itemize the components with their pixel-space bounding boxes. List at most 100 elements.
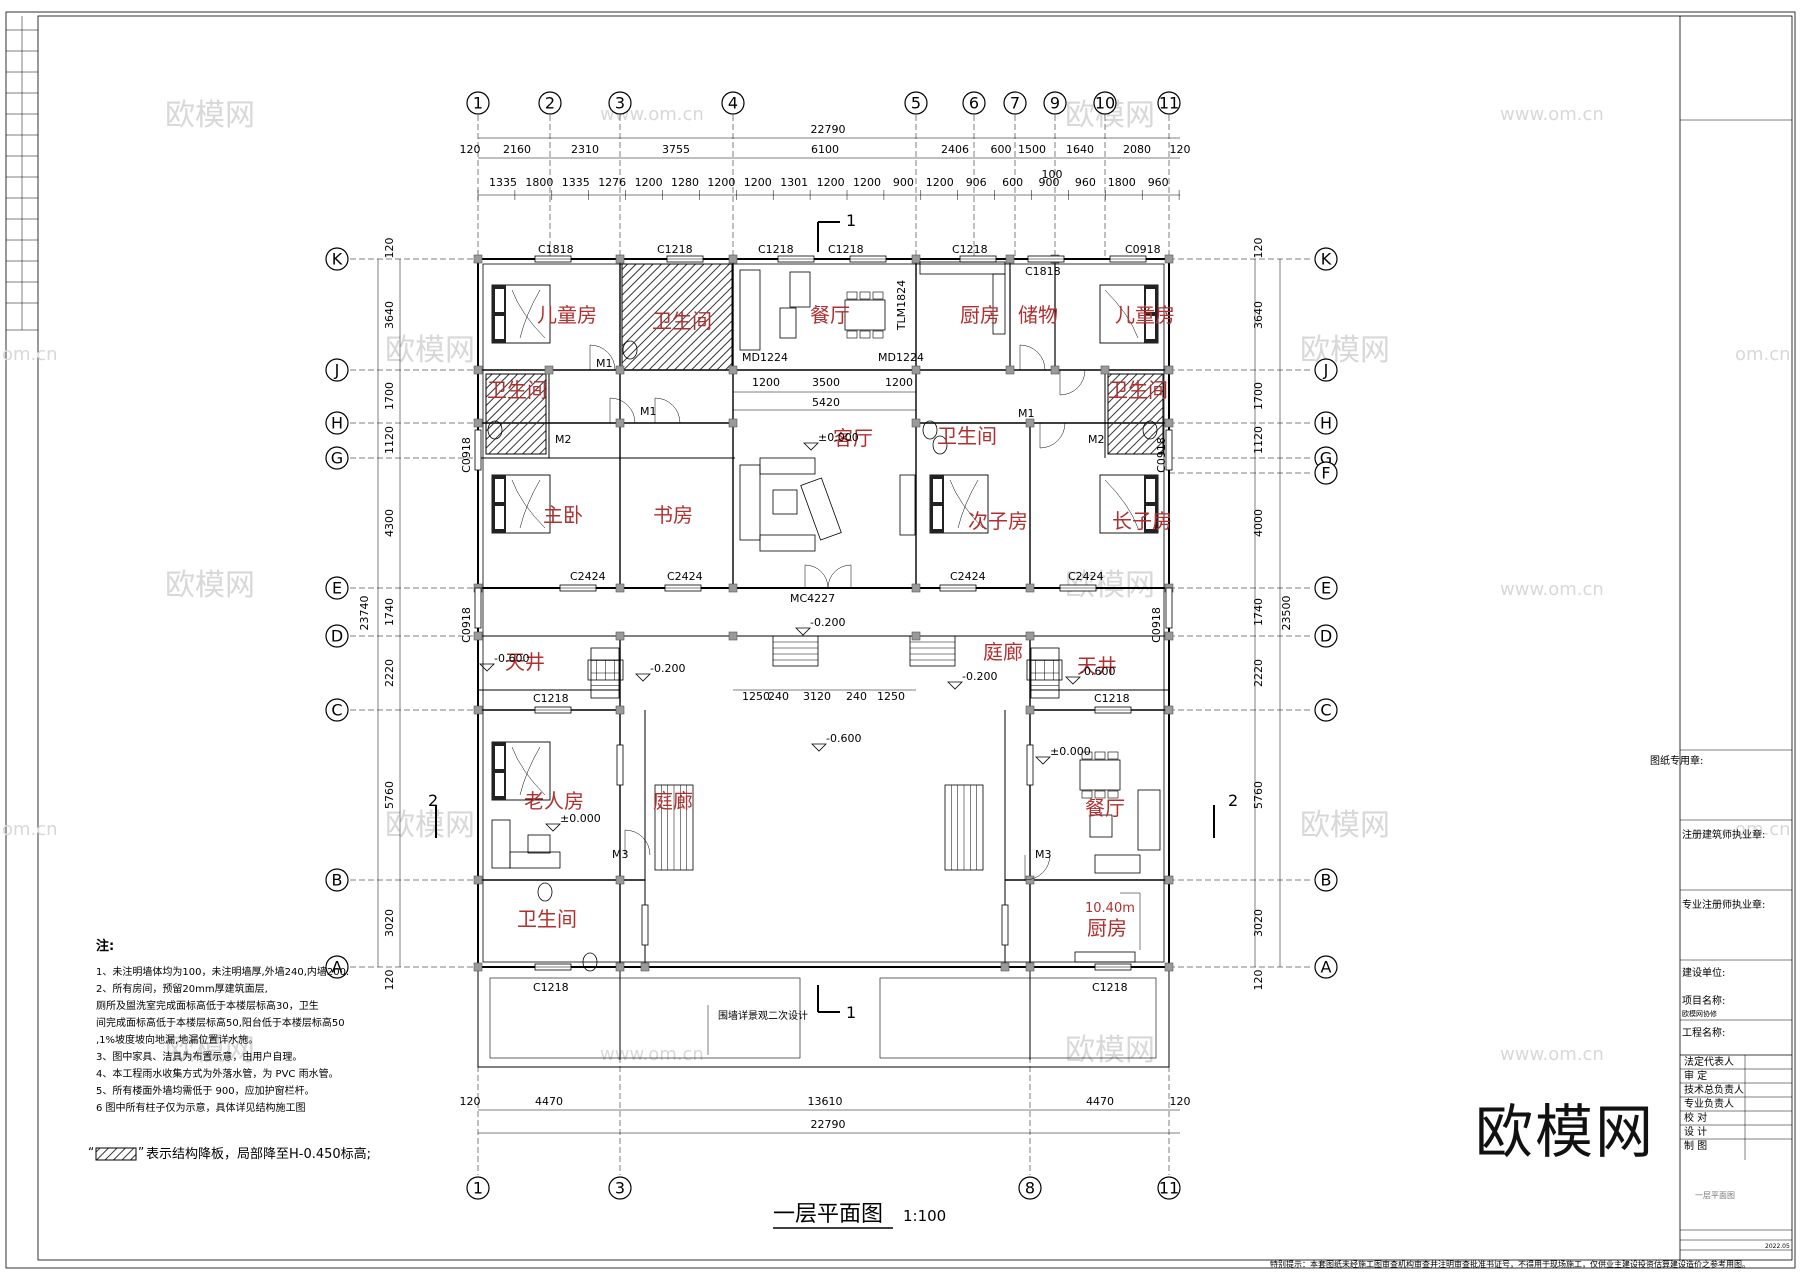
room-label: 儿童房 <box>537 303 597 327</box>
top-dim-row3: 1301 <box>780 176 808 189</box>
opening-label: C1218 <box>828 243 864 256</box>
tb-drawing-name: 一层平面图 <box>1695 1191 1735 1200</box>
furniture-layer <box>487 261 1161 972</box>
axis-bubble-right: D <box>1320 627 1332 646</box>
top-dim-row3: 900 <box>893 176 914 189</box>
opening-label: M3 <box>612 848 629 861</box>
svg-text:“: “ <box>88 1145 94 1159</box>
room-label: 天井 <box>1077 654 1117 678</box>
axis-gridlines <box>350 115 1310 1175</box>
opening-label: C1218 <box>758 243 794 256</box>
level-mark: -0.600 <box>826 732 861 745</box>
tb-role: 法定代表人 <box>1684 1055 1734 1068</box>
tb-project: 项目名称: <box>1682 994 1725 1007</box>
left-dim: 3640 <box>383 301 396 329</box>
side-dimensions: 1203640170011204300174022205760302012023… <box>358 238 1293 991</box>
opening-label: MC4227 <box>790 592 835 605</box>
axis-bubble-top: 5 <box>911 94 921 113</box>
tb-project-sub: 欧模网协修 <box>1682 1009 1717 1018</box>
opening-label: M2 <box>1088 433 1105 446</box>
level-mark: ±0.000 <box>1050 745 1091 758</box>
watermark-domain: www.om.cn <box>1500 579 1604 600</box>
right-dim: 3020 <box>1252 909 1265 937</box>
tb-stamp: 图纸专用章: <box>1650 754 1703 767</box>
axis-bubble-top: 7 <box>1010 94 1020 113</box>
level-mark: -0.600 <box>1080 665 1115 678</box>
mid-dim: 1200 <box>885 376 913 389</box>
bottom-dim: 13610 <box>808 1095 843 1108</box>
area-tag: 10.40m <box>1085 901 1135 916</box>
opening-label: C2424 <box>570 570 606 583</box>
opening-label: M1 <box>596 357 613 370</box>
axis-bubble-left: J <box>334 361 340 380</box>
right-total-dim: 23500 <box>1280 596 1293 631</box>
mid-dim: 5420 <box>812 396 840 409</box>
axis-bubble-top: 11 <box>1159 94 1179 113</box>
svg-text:2: 2 <box>1228 791 1238 810</box>
level-marks: ±0.000-0.200-0.600-0.200-0.600-0.200-0.6… <box>479 431 1115 832</box>
right-dim: 1120 <box>1252 426 1265 454</box>
mid-dim: 3500 <box>812 376 840 389</box>
bottom-total-dim: 22790 <box>811 1118 846 1131</box>
level-mark: ±0.000 <box>818 431 859 444</box>
top-dim-row2: 1640 <box>1066 143 1094 156</box>
notes-line: 1、未注明墙体均为100，未注明墙厚,外墙240,内墙200. <box>96 965 349 978</box>
top-dim-row3: 1335 <box>489 176 517 189</box>
room-label: 客厅 <box>833 426 873 450</box>
top-dim-row2: 2406 <box>941 143 969 156</box>
opening-label: C1218 <box>533 981 569 994</box>
axis-bubble-right: C <box>1320 701 1331 720</box>
top-dim-row3: 906 <box>966 176 987 189</box>
opening-label: C1218 <box>1092 981 1128 994</box>
axis-bubble-right: K <box>1321 250 1332 269</box>
top-dim-row3: 1335 <box>562 176 590 189</box>
axis-bubble-right: H <box>1320 414 1332 433</box>
top-dim-row2: 600 <box>991 143 1012 156</box>
opening-label: C0918 <box>1125 243 1161 256</box>
notes-line: 2、所有房间，预留20mm厚建筑面层, <box>96 982 268 995</box>
tb-architect: 注册建筑师执业章: <box>1682 828 1765 841</box>
top-dim-row3: 1200 <box>853 176 881 189</box>
opening-label: M3 <box>1035 848 1052 861</box>
tb-role: 设 计 <box>1684 1125 1707 1138</box>
axis-bubble-top: 9 <box>1050 94 1060 113</box>
room-label: 厨房 <box>1087 916 1127 940</box>
brand-watermark: 欧模网 <box>1475 1098 1656 1166</box>
tb-role: 校 对 <box>1684 1111 1707 1124</box>
top-dim-row3: 600 <box>1002 176 1023 189</box>
top-dim-row3: 1800 <box>1108 176 1136 189</box>
room-label: 卫生间 <box>652 309 712 333</box>
hall-dim: 1250 <box>877 690 905 703</box>
top-dim-row2: 2310 <box>571 143 599 156</box>
axis-bubble-left: G <box>331 449 343 468</box>
watermark-brand: 欧模网 <box>1300 333 1390 368</box>
top-extra-dim: 100 <box>1042 168 1063 181</box>
drawing-title-text: 一层平面图 <box>773 1202 883 1227</box>
right-dim: 3640 <box>1252 301 1265 329</box>
watermark-domain: www.om.cn <box>1500 1044 1604 1065</box>
axis-bubble-bottom: 1 <box>473 1179 483 1198</box>
tb-footer: 特别提示：本套图纸未经施工图审查机构审查并注明审查批准书证号，不得用于现场施工，… <box>1270 1259 1750 1269</box>
axis-bubble-left: K <box>332 250 343 269</box>
axis-bubble-left: E <box>332 579 342 598</box>
right-dim: 1740 <box>1252 598 1265 626</box>
axis-bubble-left: A <box>332 958 343 977</box>
mid-dim: 1200 <box>752 376 780 389</box>
left-total-dim: 23740 <box>358 596 371 631</box>
axis-bubble-right: F <box>1321 464 1330 483</box>
notes-line: 6 图中所有柱子仅为示意，具体详见结构施工图 <box>96 1101 306 1114</box>
room-label: 卫生间 <box>517 907 577 931</box>
bottom-dim: 4470 <box>1086 1095 1114 1108</box>
room-labels: 儿童房卫生间餐厅厨房储物儿童房卫生间客厅卫生间卫生间主卧书房次子房长子房天井庭廊… <box>487 303 1175 940</box>
drawing-title: 一层平面图 1:100 <box>773 1202 946 1229</box>
watermark-brand: 欧模网 <box>165 98 255 133</box>
opening-label: M1 <box>1018 407 1035 420</box>
tb-role: 制 图 <box>1684 1139 1707 1152</box>
room-label: 儿童房 <box>1115 303 1175 327</box>
right-dim: 2220 <box>1252 659 1265 687</box>
notes-line: 间完成面标高低于本楼层标高50,阳台低于本楼层标高50 <box>96 1016 345 1029</box>
